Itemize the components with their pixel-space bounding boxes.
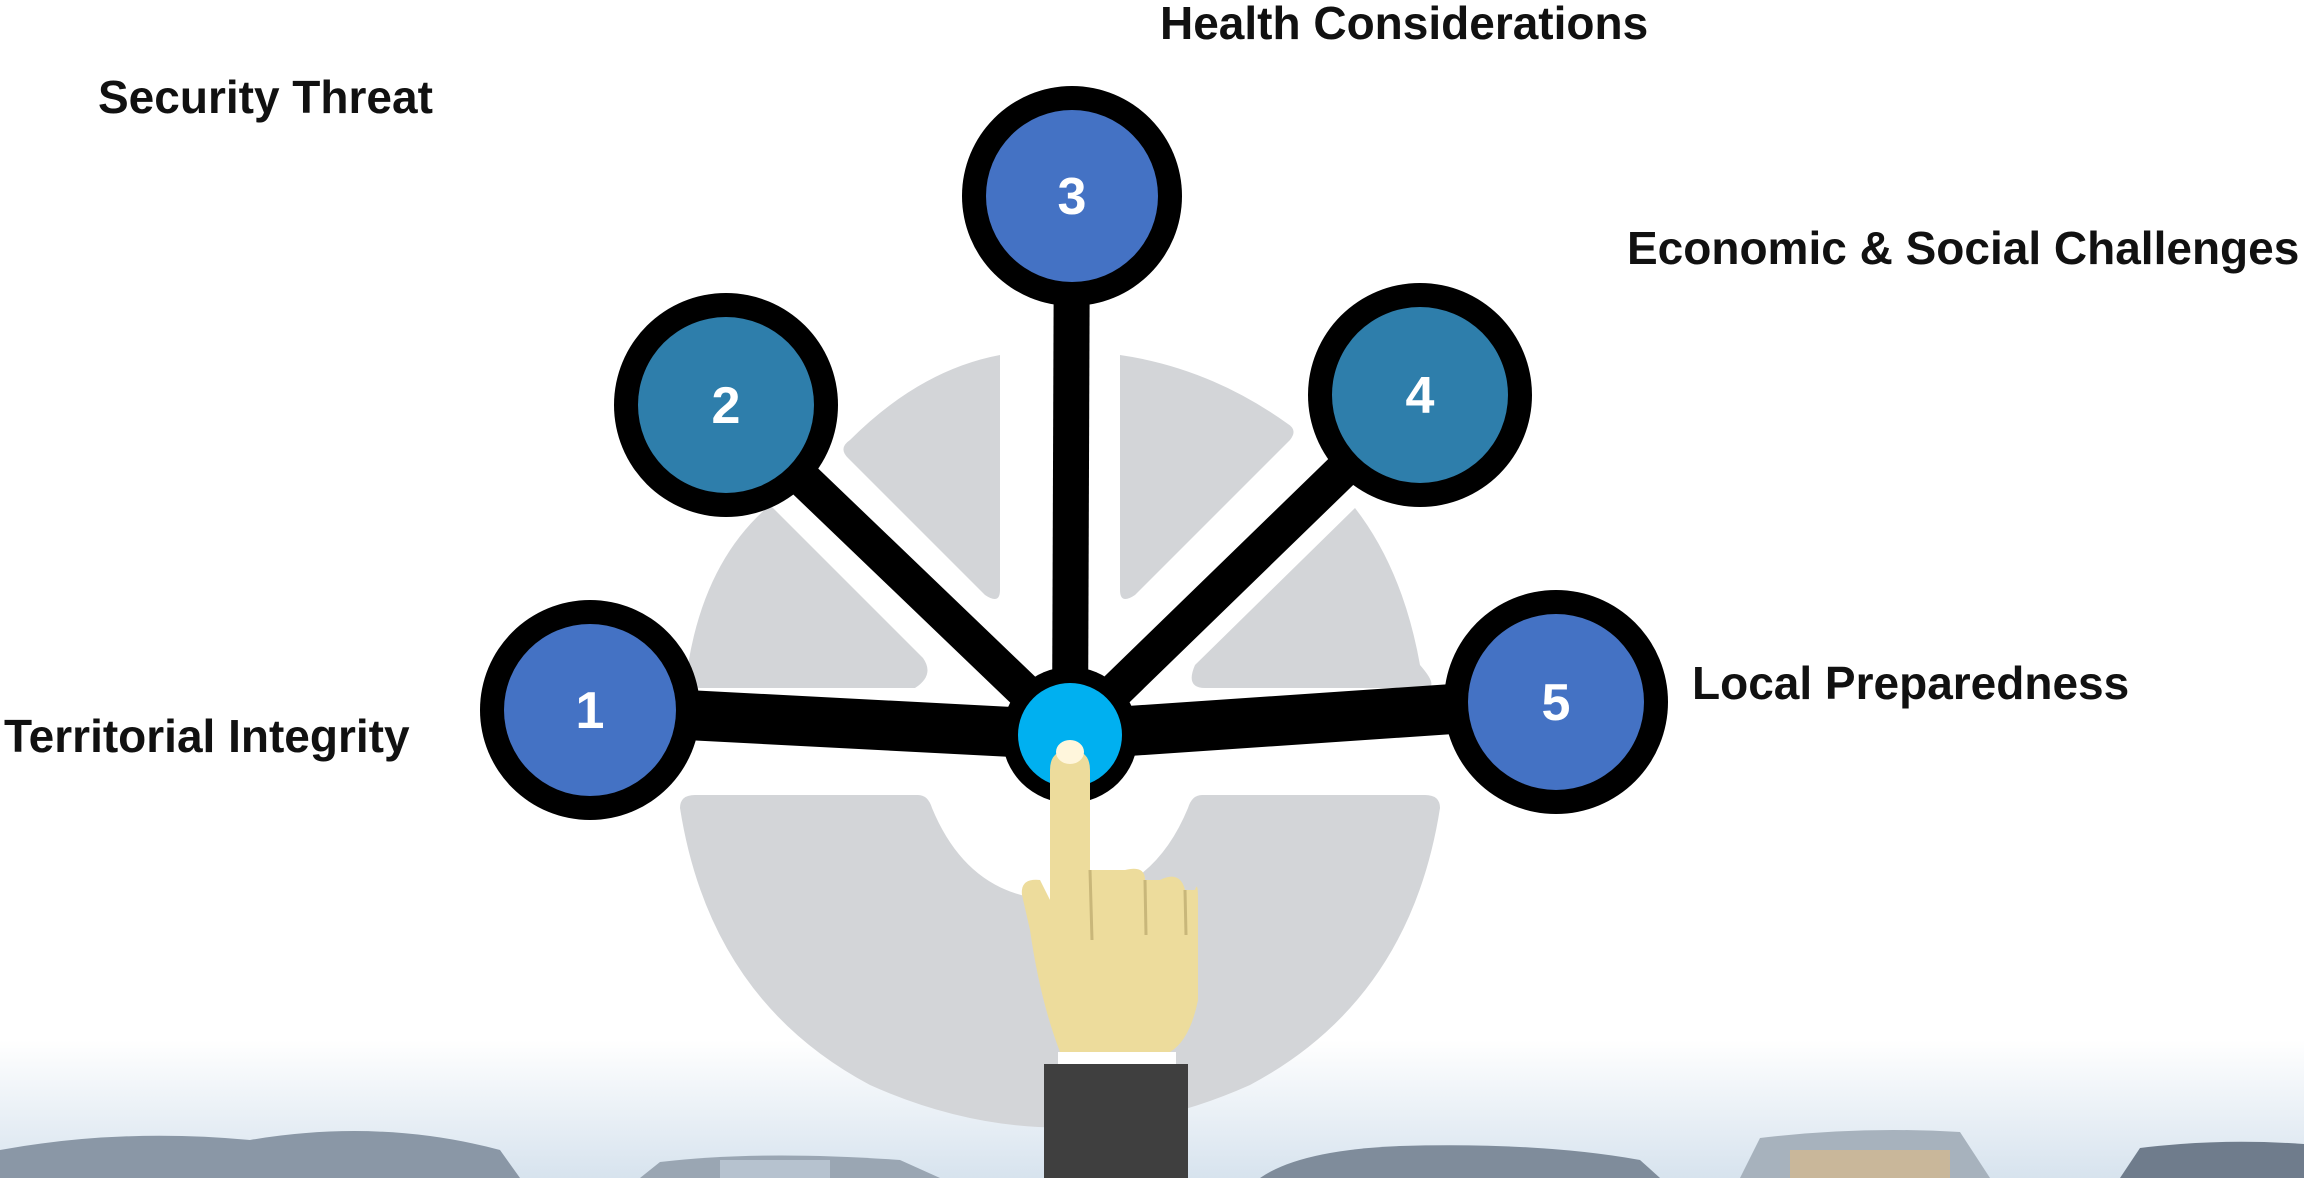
ring-segment-left bbox=[687, 505, 928, 688]
label-security-threat: Security Threat bbox=[98, 71, 433, 123]
label-economic-social-challenges: Economic & Social Challenges bbox=[1627, 222, 2300, 274]
node-fill-4 bbox=[1332, 307, 1508, 483]
node-fill-2 bbox=[638, 317, 814, 493]
node-fill-1 bbox=[504, 624, 676, 796]
sleeve bbox=[1044, 1064, 1188, 1178]
node-5: 5 bbox=[1444, 590, 1668, 814]
label-health-considerations: Health Considerations bbox=[1160, 0, 1649, 49]
ring-segment-upper-left bbox=[843, 355, 1000, 599]
node-number-4: 4 bbox=[1406, 367, 1435, 425]
node-number-2: 2 bbox=[712, 377, 741, 435]
label-local-preparedness: Local Preparedness bbox=[1692, 657, 2130, 709]
hub-center bbox=[1018, 683, 1122, 787]
node-1: 1 bbox=[480, 600, 700, 820]
label-territorial-integrity: Territorial Integrity bbox=[4, 710, 410, 762]
node-2: 2 bbox=[614, 293, 838, 517]
node-number-1: 1 bbox=[576, 682, 605, 740]
ring-segment-upper-right bbox=[1120, 355, 1294, 599]
node-3: 3 bbox=[962, 86, 1182, 306]
hub-node bbox=[1002, 667, 1138, 803]
node-4: 4 bbox=[1308, 283, 1532, 507]
nodes: 1 2 3 4 5 bbox=[480, 86, 1668, 820]
pointing-hand-icon bbox=[1021, 740, 1198, 1178]
node-fill-3 bbox=[986, 110, 1158, 282]
node-fill-5 bbox=[1468, 614, 1644, 790]
node-number-5: 5 bbox=[1542, 674, 1571, 732]
ring-segment-right bbox=[1191, 508, 1432, 688]
node-number-3: 3 bbox=[1058, 168, 1087, 226]
